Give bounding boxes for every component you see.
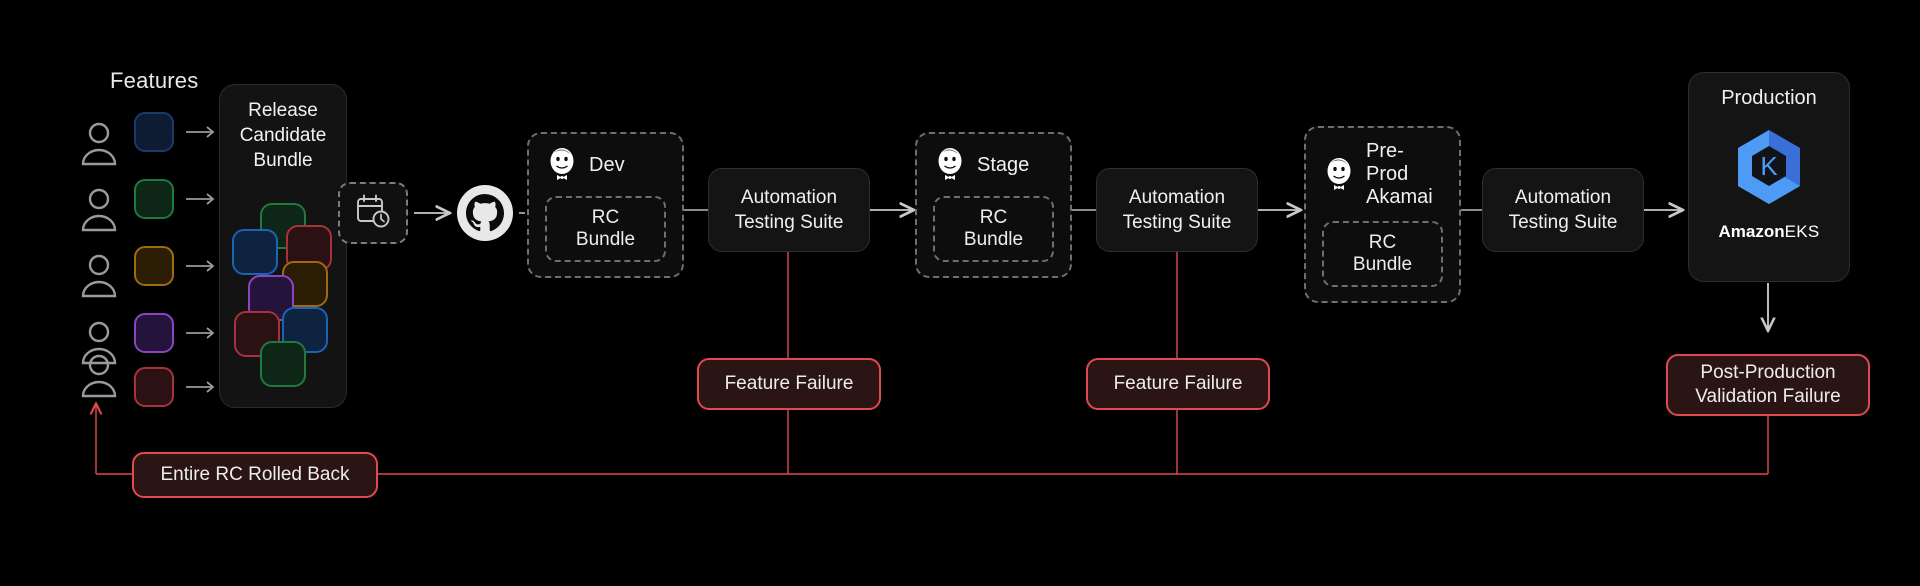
person-icon (78, 186, 120, 234)
environment-name: Pre-Prod Akamai (1366, 140, 1433, 208)
environment-header: Dev (545, 146, 666, 184)
environment-header: Pre-Prod Akamai (1322, 140, 1443, 209)
jenkins-icon (545, 146, 579, 184)
github-icon[interactable] (457, 185, 513, 241)
environment-name: Stage (977, 153, 1030, 176)
environment-card-pre-prod[interactable]: Pre-Prod Akamai RC Bundle (1304, 126, 1461, 303)
feature-swatch-3[interactable] (134, 246, 174, 286)
person-icon (78, 120, 120, 168)
release-candidate-bundle-card[interactable]: Release Candidate Bundle (219, 84, 347, 408)
bundle-chip (260, 341, 306, 387)
brand-eks: EKS (1784, 222, 1820, 241)
bundle-chip-cluster (220, 203, 348, 403)
environment-name: Dev (589, 153, 625, 176)
jenkins-icon (1322, 156, 1356, 194)
amazon-eks-icon: K (1726, 124, 1812, 210)
environment-card-dev[interactable]: Dev RC Bundle (527, 132, 684, 278)
person-icon (78, 319, 120, 367)
features-label: Features (110, 68, 199, 93)
feature-swatch-1[interactable] (134, 112, 174, 152)
feature-swatch-4[interactable] (134, 313, 174, 353)
calendar-clock-icon (354, 192, 392, 235)
svg-text:K: K (1760, 151, 1778, 181)
production-card[interactable]: Production K AmazonEKS (1688, 72, 1850, 282)
jenkins-icon (933, 146, 967, 184)
automation-testing-suite-1[interactable]: Automation Testing Suite (708, 168, 870, 252)
person-icon (78, 352, 120, 400)
bundle-chip (232, 229, 278, 275)
failure-box-3[interactable]: Post-Production Validation Failure (1666, 354, 1870, 416)
feature-swatch-5[interactable] (134, 367, 174, 407)
arrow-right-icon (184, 323, 218, 343)
automation-testing-suite-3[interactable]: Automation Testing Suite (1482, 168, 1644, 252)
person-icon (78, 252, 120, 300)
feature-swatch-2[interactable] (134, 179, 174, 219)
environment-card-stage[interactable]: Stage RC Bundle (915, 132, 1072, 278)
automation-testing-suite-2[interactable]: Automation Testing Suite (1096, 168, 1258, 252)
arrow-right-icon (184, 377, 218, 397)
rc-bundle-artifact[interactable]: RC Bundle (933, 196, 1054, 262)
amazon-eks-wordmark: AmazonEKS (1718, 222, 1819, 242)
environment-header: Stage (933, 146, 1054, 184)
arrow-right-icon (184, 189, 218, 209)
production-title: Production (1721, 87, 1817, 109)
release-candidate-bundle-title: Release Candidate Bundle (239, 100, 327, 171)
failure-box-2[interactable]: Feature Failure (1086, 358, 1270, 410)
rollback-box[interactable]: Entire RC Rolled Back (132, 452, 378, 498)
schedule-node[interactable] (338, 182, 408, 244)
failure-box-1[interactable]: Feature Failure (697, 358, 881, 410)
rc-bundle-artifact[interactable]: RC Bundle (545, 196, 666, 262)
brand-amazon: Amazon (1718, 222, 1785, 241)
arrow-right-icon (184, 122, 218, 142)
rc-bundle-artifact[interactable]: RC Bundle (1322, 221, 1443, 287)
arrow-right-icon (184, 256, 218, 276)
